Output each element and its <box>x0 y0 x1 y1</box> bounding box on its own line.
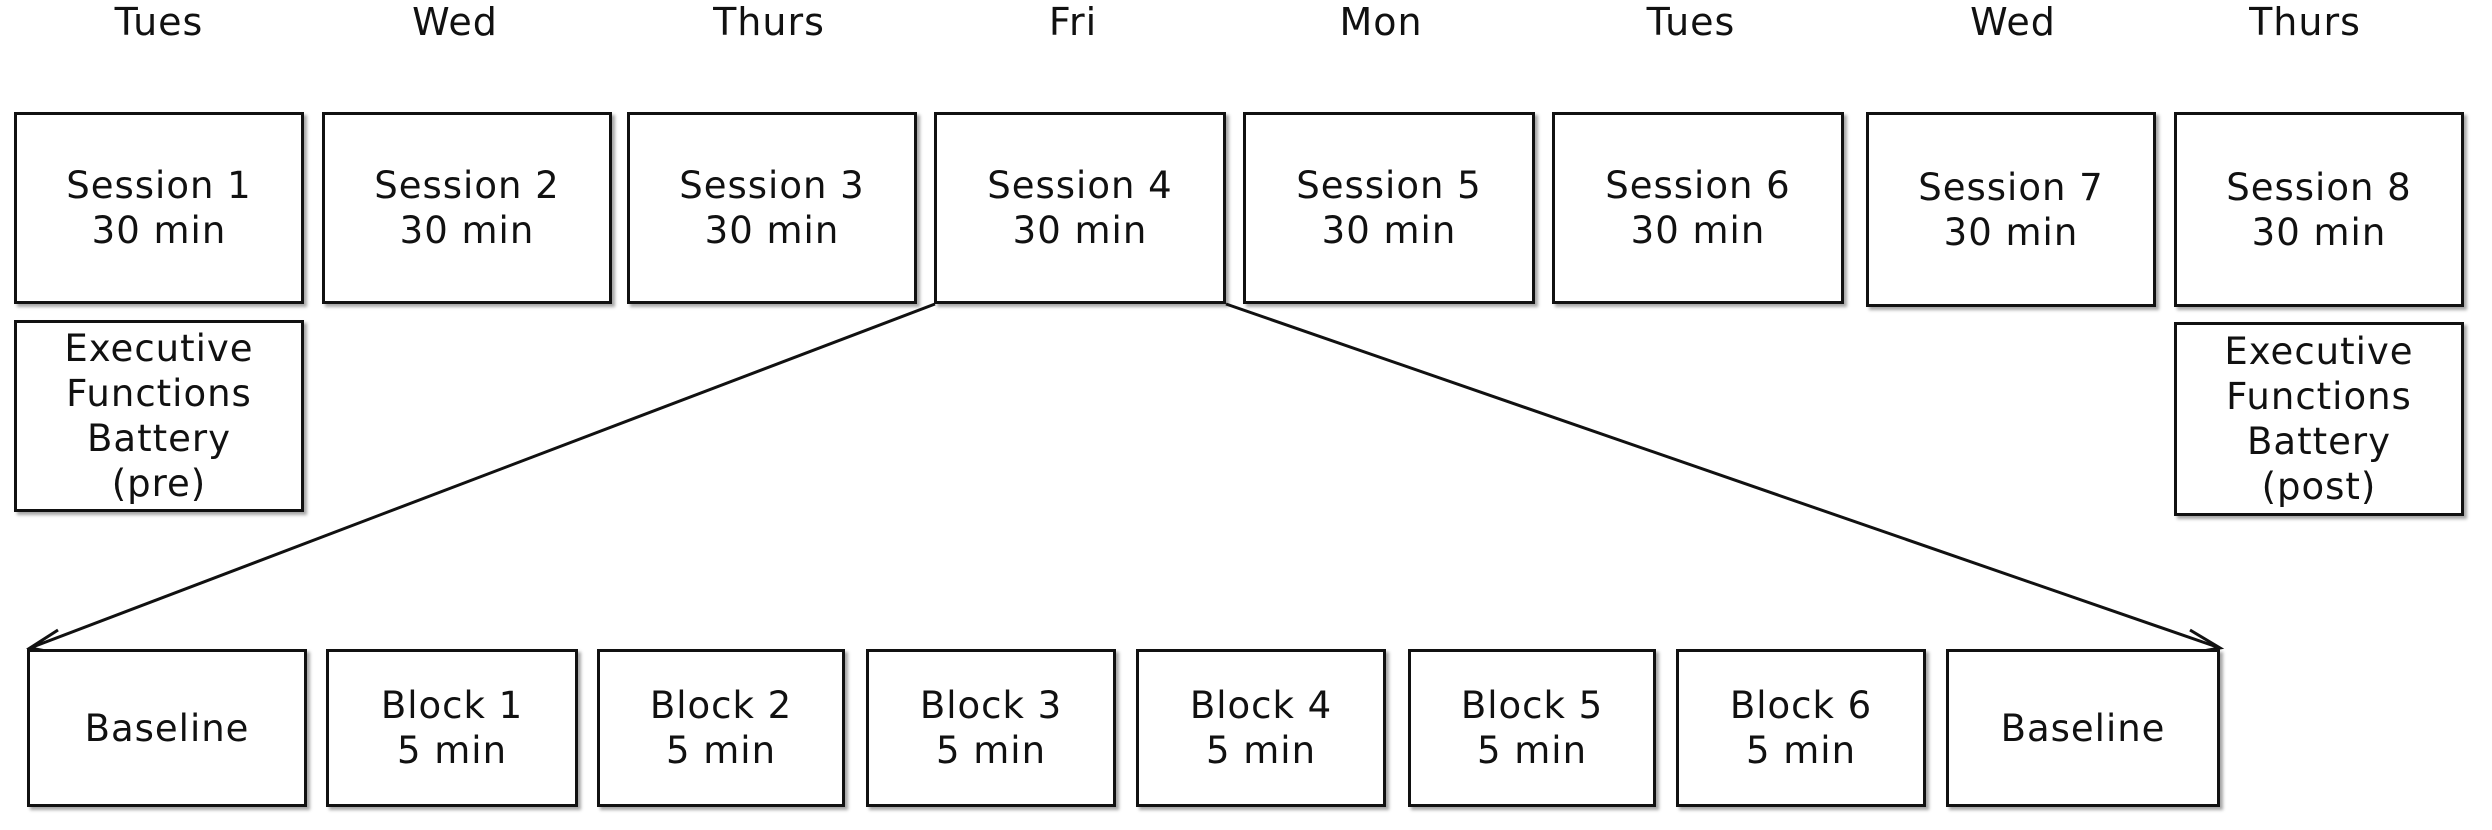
battery-post-line-3: Battery <box>2247 420 2391 463</box>
block-duration: 5 min <box>665 729 777 772</box>
session-duration: 30 min <box>1943 210 2079 254</box>
day-label-4: Fri <box>1048 0 1098 44</box>
session-label: Session 1 <box>66 164 252 207</box>
battery-post-line-2: Functions <box>2226 375 2412 418</box>
day-label-3: Thurs <box>713 0 825 44</box>
block-duration: 5 min <box>1476 729 1588 772</box>
session-label: Session 4 <box>987 164 1173 207</box>
block-label: Baseline <box>84 706 250 750</box>
session-duration: 30 min <box>1012 209 1148 252</box>
block-duration: 5 min <box>1745 729 1857 772</box>
session-duration: 30 min <box>2251 210 2387 254</box>
block-duration: 5 min <box>935 729 1047 772</box>
block-label: Block 5 <box>1460 684 1604 727</box>
block-duration: 5 min <box>396 729 508 772</box>
battery-post-line-4: (post) <box>2261 465 2377 508</box>
connector-line-right <box>1225 302 2221 650</box>
session-duration: 30 min <box>704 209 840 252</box>
battery-pre-box: Executive Functions Battery (pre) <box>14 320 304 512</box>
session-label: Session 5 <box>1296 164 1482 207</box>
session-duration: 30 min <box>91 209 227 252</box>
session-label: Session 2 <box>374 164 560 207</box>
battery-pre-line-4: (pre) <box>111 462 207 505</box>
session-label: Session 6 <box>1605 164 1791 207</box>
session-duration: 30 min <box>1630 209 1766 252</box>
battery-pre-line-3: Battery <box>87 417 231 460</box>
day-label-7: Wed <box>1970 0 2056 44</box>
battery-pre-line-2: Functions <box>66 372 252 415</box>
battery-post-line-1: Executive <box>2224 330 2414 373</box>
day-label-8: Thurs <box>2249 0 2361 44</box>
block-box-baseline-start: Baseline <box>27 649 307 807</box>
block-label: Block 6 <box>1729 684 1873 727</box>
day-label-5: Mon <box>1339 0 1423 44</box>
block-label: Block 2 <box>649 684 793 727</box>
block-box-baseline-end: Baseline <box>1946 649 2220 807</box>
block-label: Block 4 <box>1189 684 1333 727</box>
session-label: Session 7 <box>1918 165 2104 209</box>
block-label: Block 3 <box>919 684 1063 727</box>
session-duration: 30 min <box>399 209 535 252</box>
connector-line-left <box>29 302 936 650</box>
block-label: Block 1 <box>380 684 524 727</box>
session-label: Session 3 <box>679 164 865 207</box>
day-label-1: Tues <box>114 0 204 44</box>
day-label-2: Wed <box>412 0 498 44</box>
day-label-6: Tues <box>1646 0 1736 44</box>
session-label: Session 8 <box>2226 165 2412 209</box>
battery-post-box: Executive Functions Battery (post) <box>2174 322 2464 516</box>
session-duration: 30 min <box>1321 209 1457 252</box>
block-label: Baseline <box>2000 706 2166 750</box>
block-duration: 5 min <box>1205 729 1317 772</box>
battery-pre-line-1: Executive <box>64 327 254 370</box>
